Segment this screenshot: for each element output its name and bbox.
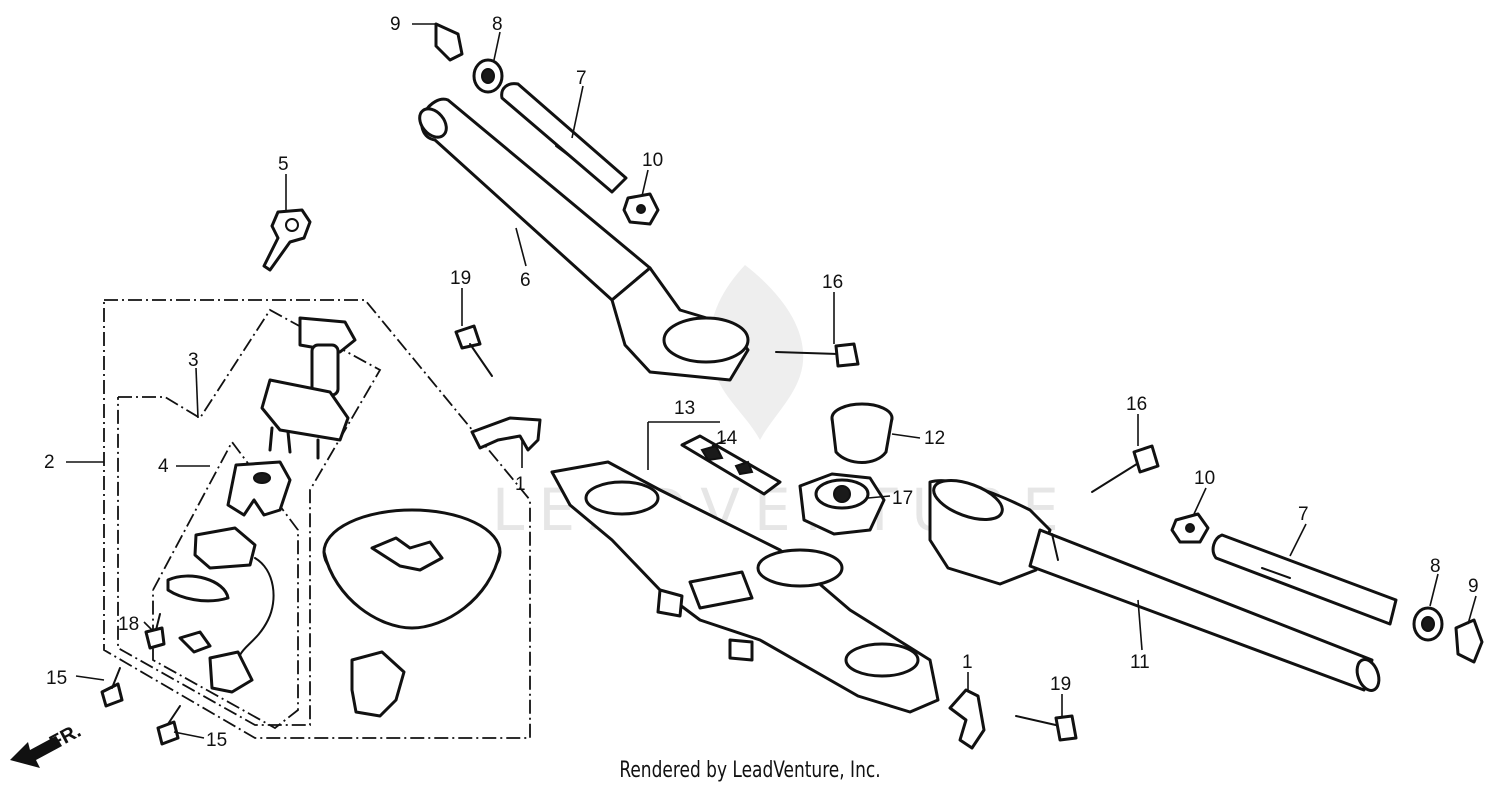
callout-9-lower: 9: [1468, 576, 1479, 597]
nut-part-10-upper: [622, 192, 660, 226]
pipe-part-7-upper: [500, 82, 628, 194]
clip-part-1-upper: [470, 416, 542, 452]
callout-19-lower: 19: [1050, 674, 1071, 695]
callout-1-upper: 1: [515, 474, 526, 495]
weight-part-8-lower: [1412, 606, 1444, 642]
top-bridge-part-13: [550, 460, 940, 714]
right-handlebar-part-11: [928, 479, 1381, 692]
callout-3: 3: [188, 350, 199, 371]
callout-8-lower: 8: [1430, 556, 1441, 577]
bolt-part-19-lower: [1015, 714, 1078, 742]
callout-12: 12: [924, 428, 945, 449]
switch-base-with-wire: [166, 526, 275, 694]
cover-cap: [322, 508, 502, 630]
callout-16-upper: 16: [822, 272, 843, 293]
clip-part-1-lower: [948, 688, 986, 750]
weight-part-8-upper: [472, 58, 504, 94]
callout-5: 5: [278, 154, 289, 175]
callout-9-upper: 9: [390, 14, 401, 35]
callout-16-lower: 16: [1126, 394, 1147, 415]
bolt-part-16-upper: [775, 342, 860, 368]
bolt-part-16-lower: [1091, 444, 1160, 493]
callout-10-upper: 10: [642, 150, 663, 171]
callout-7-upper: 7: [576, 68, 587, 89]
callout-13: 13: [674, 398, 695, 419]
callout-15-lower: 15: [206, 730, 227, 751]
callout-6: 6: [520, 270, 531, 291]
pipe-part-7-lower: [1211, 533, 1398, 626]
nut-part-10-lower: [1170, 512, 1210, 544]
clip-part-9-upper: [434, 22, 464, 62]
callout-11: 11: [1130, 652, 1150, 673]
callout-1-lower: 1: [962, 652, 973, 673]
callout-18: 18: [118, 614, 139, 635]
front-direction-arrow: FR.: [10, 720, 85, 768]
callout-19-upper: 19: [450, 268, 471, 289]
clip-part-9-lower: [1454, 618, 1484, 664]
left-handlebar-part-6: [418, 97, 750, 382]
callout-4: 4: [158, 456, 169, 477]
bolt-15-lower-left: [100, 667, 124, 708]
callout-10-lower: 10: [1194, 468, 1215, 489]
cap-part-12: [830, 402, 894, 464]
label-part-14: [680, 434, 782, 496]
leader-lines: [66, 23, 1477, 739]
bolt-part-19-upper: [454, 324, 493, 377]
nut-part-17: [798, 472, 886, 536]
bolt-18: [144, 613, 166, 650]
callout-2: 2: [44, 452, 55, 473]
rotor-part-4: [226, 460, 292, 517]
footer-credit: Rendered by LeadVenture, Inc.: [619, 758, 881, 783]
callouts: 9 8 7 10 5 6 19 16 3 2 4 1 13 14 12 17 1…: [44, 14, 1479, 751]
callout-8-upper: 8: [492, 14, 503, 35]
small-clamp: [350, 650, 406, 718]
callout-17: 17: [892, 488, 913, 509]
ignition-switch-part-3: [260, 316, 357, 460]
callout-15-left: 15: [46, 668, 67, 689]
callout-14: 14: [716, 428, 738, 449]
key-part-5: [262, 208, 312, 272]
callout-7-lower: 7: [1298, 504, 1309, 525]
bolt-15-lower-center: [156, 705, 181, 746]
